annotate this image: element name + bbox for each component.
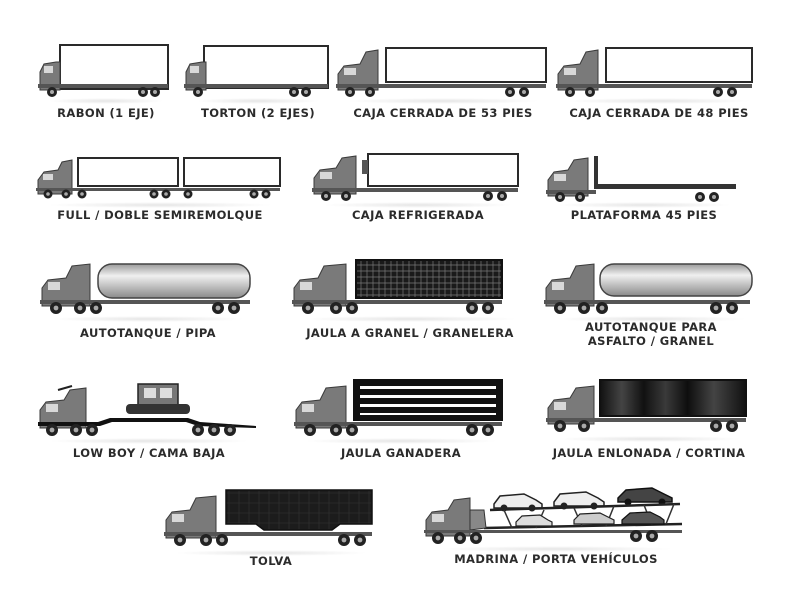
truck-label: CAJA CERRADA DE 48 PIES <box>569 106 749 120</box>
rabon-truck-icon <box>38 44 169 97</box>
reefer-trailer-icon <box>312 153 519 201</box>
truck-label: JAULA A GRANEL / GRANELERA <box>306 326 514 340</box>
truck-label-line-2: ASFALTO / GRANEL <box>587 334 715 348</box>
truck-ganadera: JAULA GANADERA <box>294 374 508 468</box>
truck-full: FULL / DOBLE SEMIREMOLQUE <box>36 152 284 232</box>
truck-label: TORTON (2 EJES) <box>201 106 315 120</box>
truck-refrigerada: CAJA REFRIGERADA <box>312 150 524 232</box>
flatbed-45-icon <box>546 156 736 202</box>
dry-van-53-icon <box>336 47 547 97</box>
truck-plataforma: PLATAFORMA 45 PIES <box>546 152 742 232</box>
truck-granelera: JAULA A GRANEL / GRANELERA <box>292 256 528 346</box>
torton-truck-icon <box>184 45 329 97</box>
truck-label: MADRINA / PORTA VEHÍCULOS <box>454 552 658 566</box>
truck-madrina: MADRINA / PORTA VEHÍCULOS <box>424 484 688 578</box>
truck-autotanque: AUTOTANQUE / PIPA <box>40 256 256 346</box>
truck-label: RABON (1 EJE) <box>57 106 155 120</box>
tanker-truck-icon <box>40 263 251 314</box>
hopper-trailer-icon <box>164 489 373 546</box>
truck-tolva: TOLVA <box>164 488 378 578</box>
truck-caja-53: CAJA CERRADA DE 53 PIES <box>336 44 550 130</box>
truck-asfalto: AUTOTANQUE PARA ASFALTO / GRANEL <box>544 256 758 356</box>
truck-label-line-1: AUTOTANQUE PARA <box>585 320 717 334</box>
truck-rabon: RABON (1 EJE) <box>38 40 174 130</box>
truck-cortina: JAULA ENLONADA / CORTINA <box>546 374 752 468</box>
double-trailer-icon <box>36 157 281 199</box>
truck-label: TOLVA <box>249 554 293 568</box>
truck-label: JAULA GANADERA <box>340 446 462 460</box>
dry-van-48-icon <box>556 47 753 97</box>
truck-torton: TORTON (2 EJES) <box>184 40 332 130</box>
truck-lowboy: LOW BOY / CAMA BAJA <box>38 378 260 468</box>
truck-label: PLATAFORMA 45 PIES <box>570 208 718 222</box>
truck-label: CAJA CERRADA DE 53 PIES <box>353 106 533 120</box>
truck-caja-48: CAJA CERRADA DE 48 PIES <box>556 44 762 130</box>
livestock-trailer-icon <box>294 379 503 436</box>
curtain-trailer-icon <box>546 379 747 432</box>
car-carrier-icon <box>424 487 683 544</box>
truck-label: AUTOTANQUE PARA ASFALTO / GRANEL <box>544 320 758 348</box>
lowboy-trailer-icon <box>38 383 256 436</box>
truck-label: LOW BOY / CAMA BAJA <box>72 446 226 460</box>
truck-label: FULL / DOBLE SEMIREMOLQUE <box>57 208 263 222</box>
truck-label: AUTOTANQUE / PIPA <box>80 326 216 340</box>
asphalt-tanker-icon <box>544 263 753 314</box>
truck-label: JAULA ENLONADA / CORTINA <box>552 446 746 460</box>
bulk-cage-trailer-icon <box>292 259 503 314</box>
truck-label: CAJA REFRIGERADA <box>351 208 485 222</box>
